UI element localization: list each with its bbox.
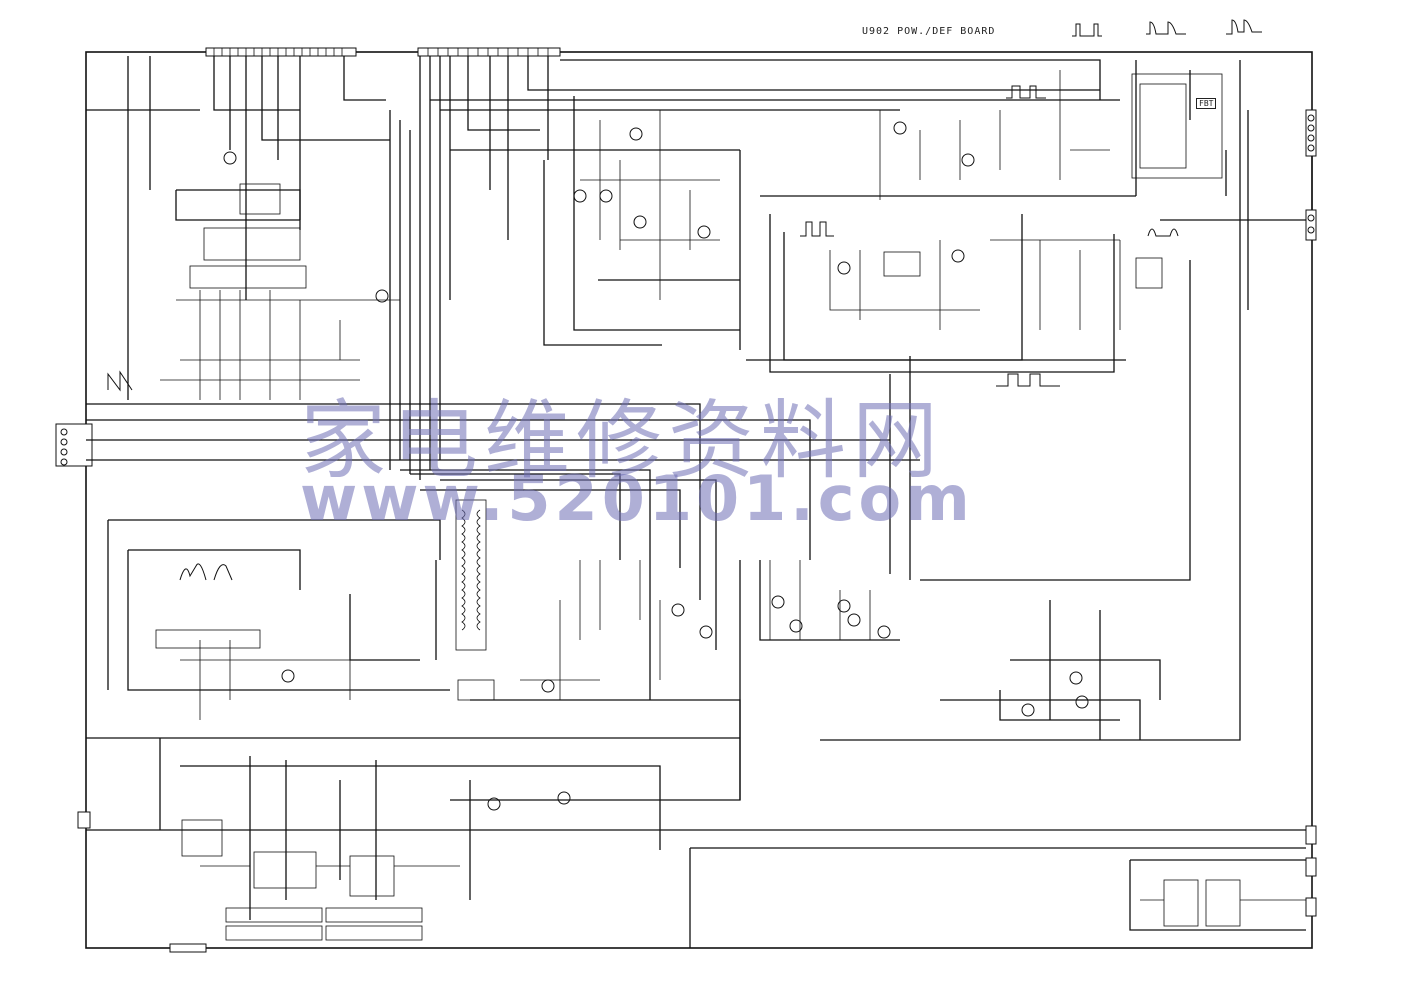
transistors: [223, 121, 1089, 811]
connector-left: [55, 423, 93, 829]
waveform-icons: [107, 19, 1262, 581]
fbt-label: FBT: [1196, 98, 1217, 109]
wiring-traces: [86, 56, 1313, 948]
component-clusters: [155, 70, 1306, 941]
connector-right-middle: [1305, 209, 1317, 241]
board-outline: [85, 51, 1313, 949]
connector-right-upper: [1305, 109, 1317, 157]
board-title: U902 POW./DEF BOARD: [862, 26, 996, 37]
connector-top-left: [205, 47, 357, 57]
connector-right-lower: [1305, 825, 1317, 917]
connector-bottom: [169, 943, 207, 953]
watermark-chinese-text: 家电维修资料网: [300, 391, 944, 491]
watermark-url-text: www.520101.com: [300, 462, 974, 535]
connector-top-middle: [417, 47, 561, 57]
